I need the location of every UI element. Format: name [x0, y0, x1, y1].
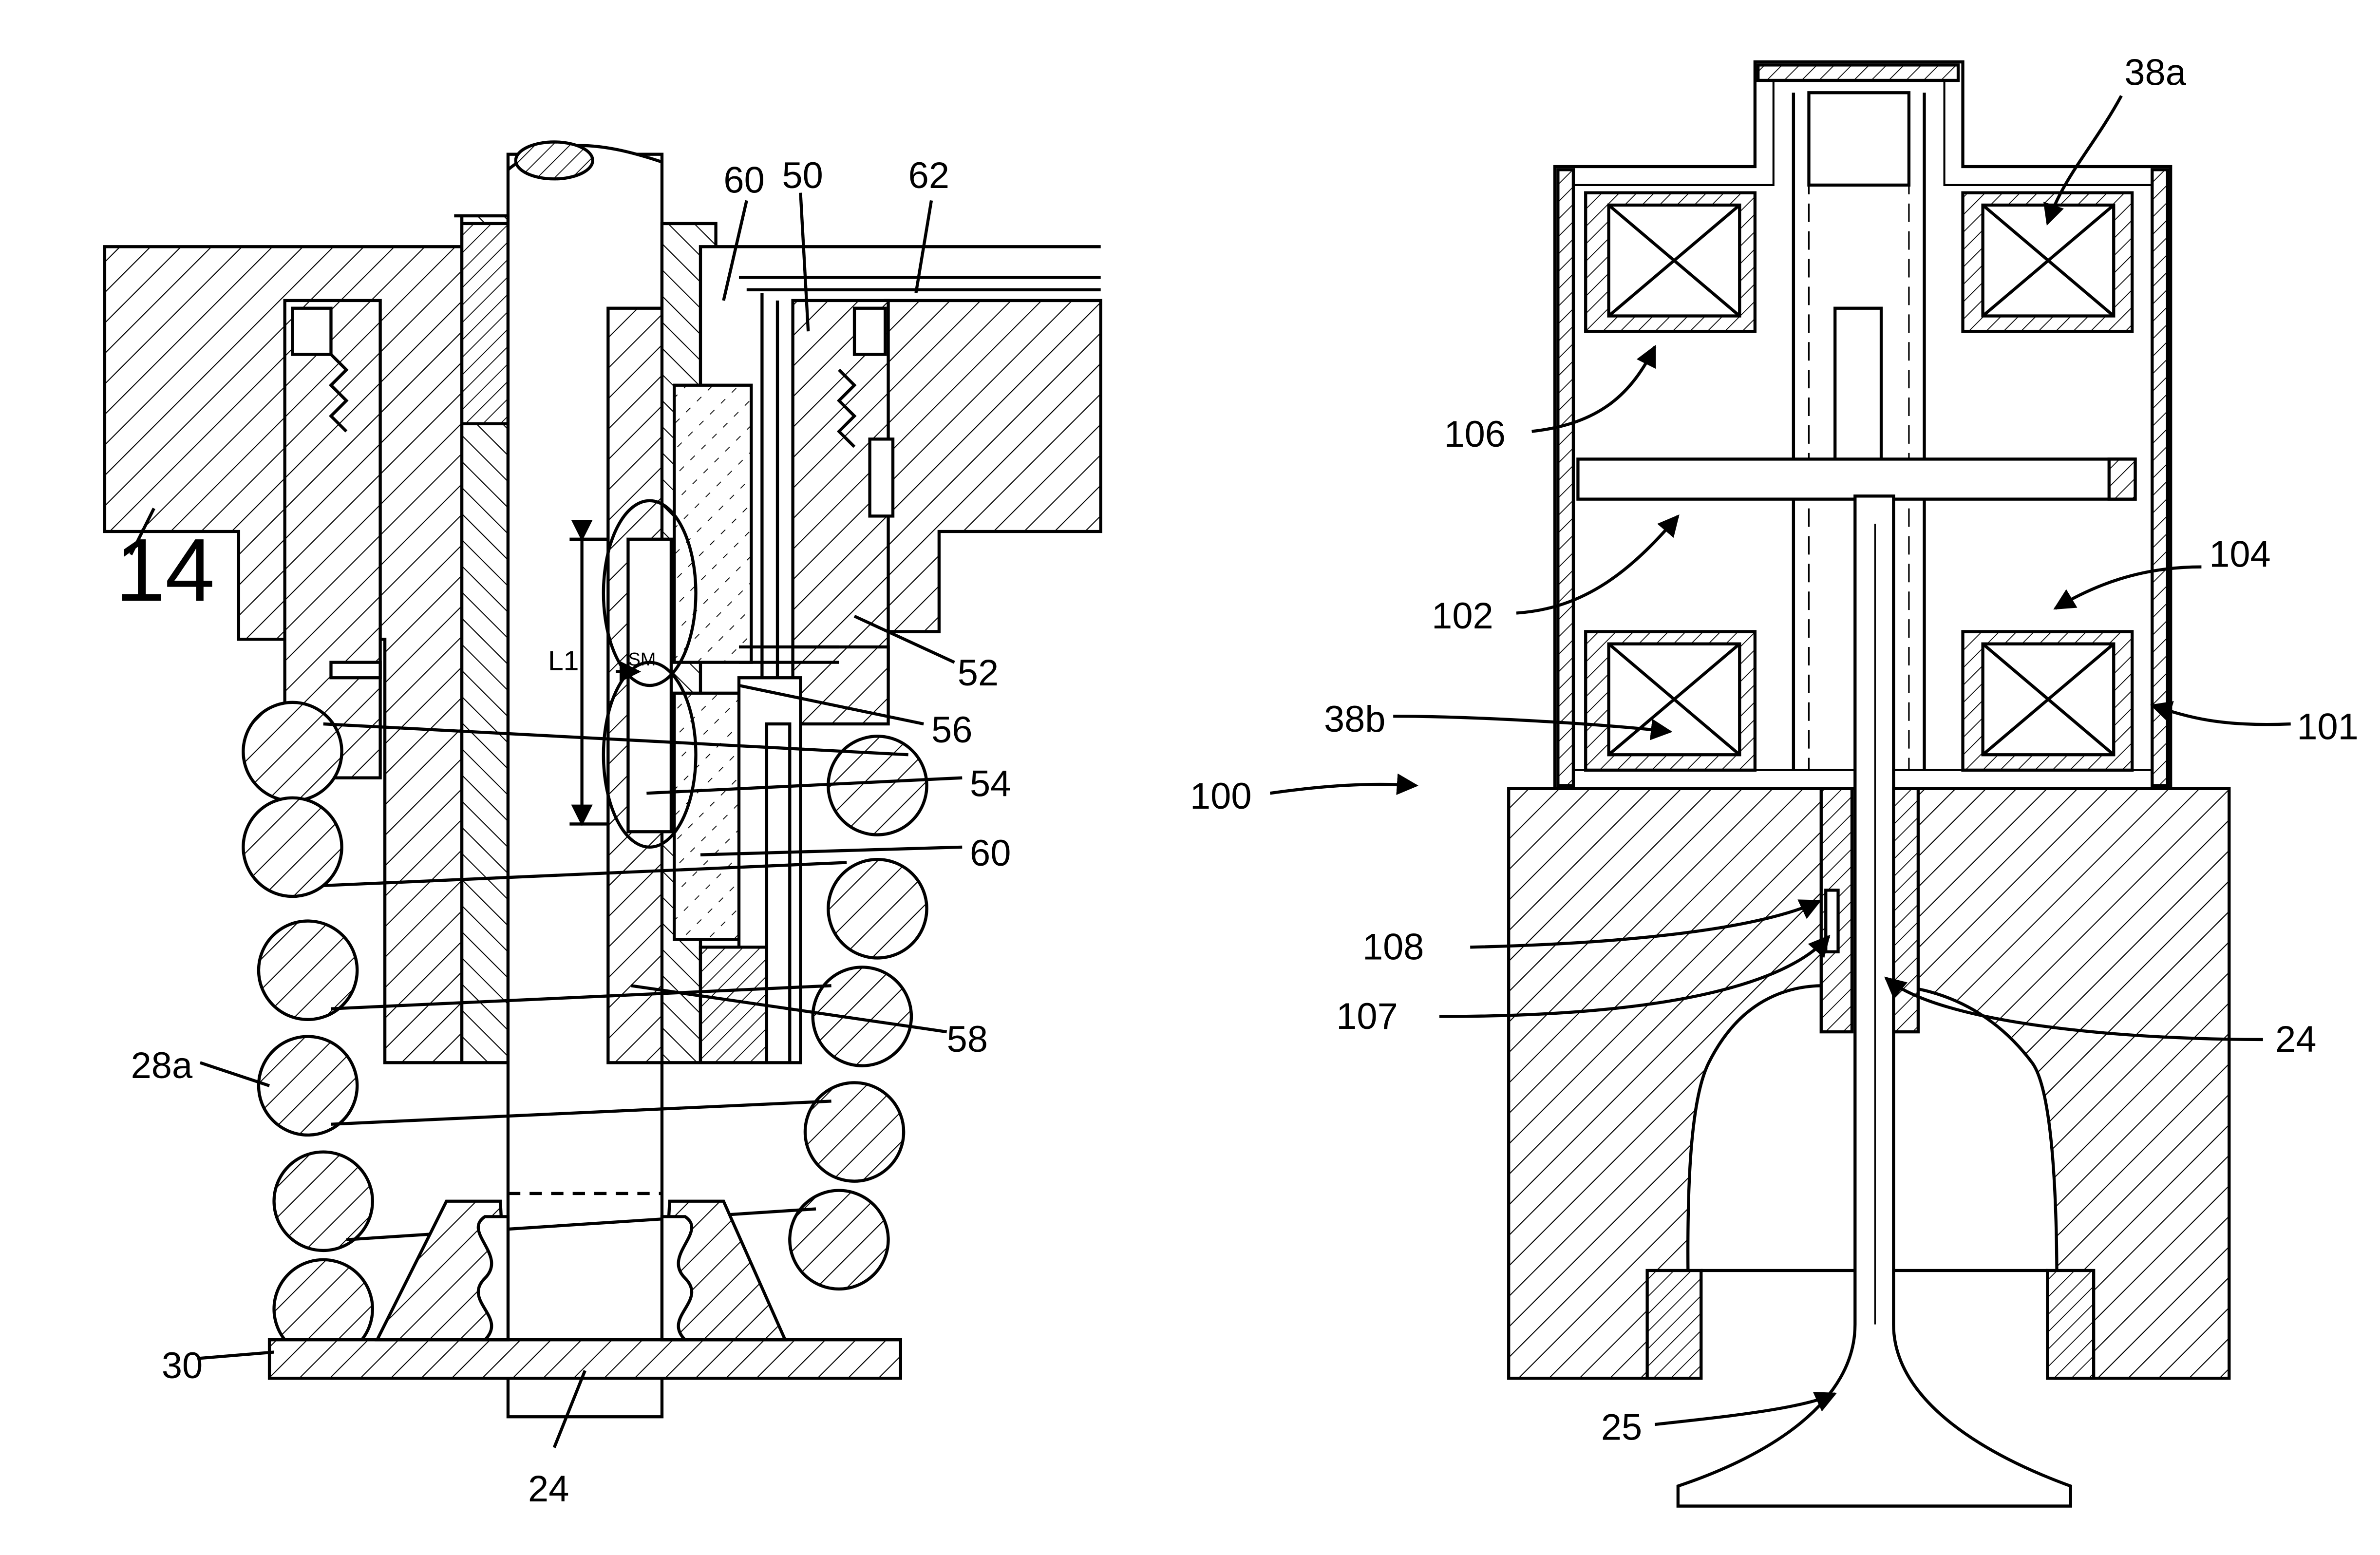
label-62: 62 — [908, 155, 949, 196]
label-24-left: 24 — [528, 1468, 569, 1510]
label-50: 50 — [782, 155, 823, 196]
label-L1: L1 — [548, 645, 579, 676]
label-100: 100 — [1190, 776, 1252, 817]
label-30: 30 — [162, 1345, 203, 1386]
chamber-60-upper — [674, 385, 751, 663]
label-14: 14 — [115, 520, 215, 620]
plunger-58 — [767, 724, 790, 1062]
label-106: 106 — [1444, 414, 1506, 455]
label-38a: 38a — [2124, 52, 2186, 93]
label-24-right: 24 — [2275, 1019, 2316, 1060]
label-56: 56 — [931, 709, 972, 751]
label-60-top: 60 — [723, 160, 764, 201]
label-25: 25 — [1601, 1407, 1642, 1448]
label-101: 101 — [2297, 706, 2359, 748]
label-SM: SM — [628, 649, 656, 670]
label-104: 104 — [2209, 534, 2271, 575]
left-figure — [105, 142, 1101, 1447]
label-107: 107 — [1336, 996, 1398, 1037]
armature-102 — [1578, 459, 2135, 499]
label-28a: 28a — [131, 1045, 193, 1086]
label-54: 54 — [970, 763, 1011, 805]
label-60-lower: 60 — [970, 833, 1011, 874]
label-58: 58 — [947, 1019, 988, 1060]
right-figure — [1270, 62, 2290, 1506]
label-102: 102 — [1432, 595, 1493, 637]
label-38b: 38b — [1324, 699, 1386, 740]
label-108: 108 — [1362, 927, 1424, 968]
cylinder-head-right — [885, 301, 1100, 631]
label-52: 52 — [958, 652, 999, 694]
